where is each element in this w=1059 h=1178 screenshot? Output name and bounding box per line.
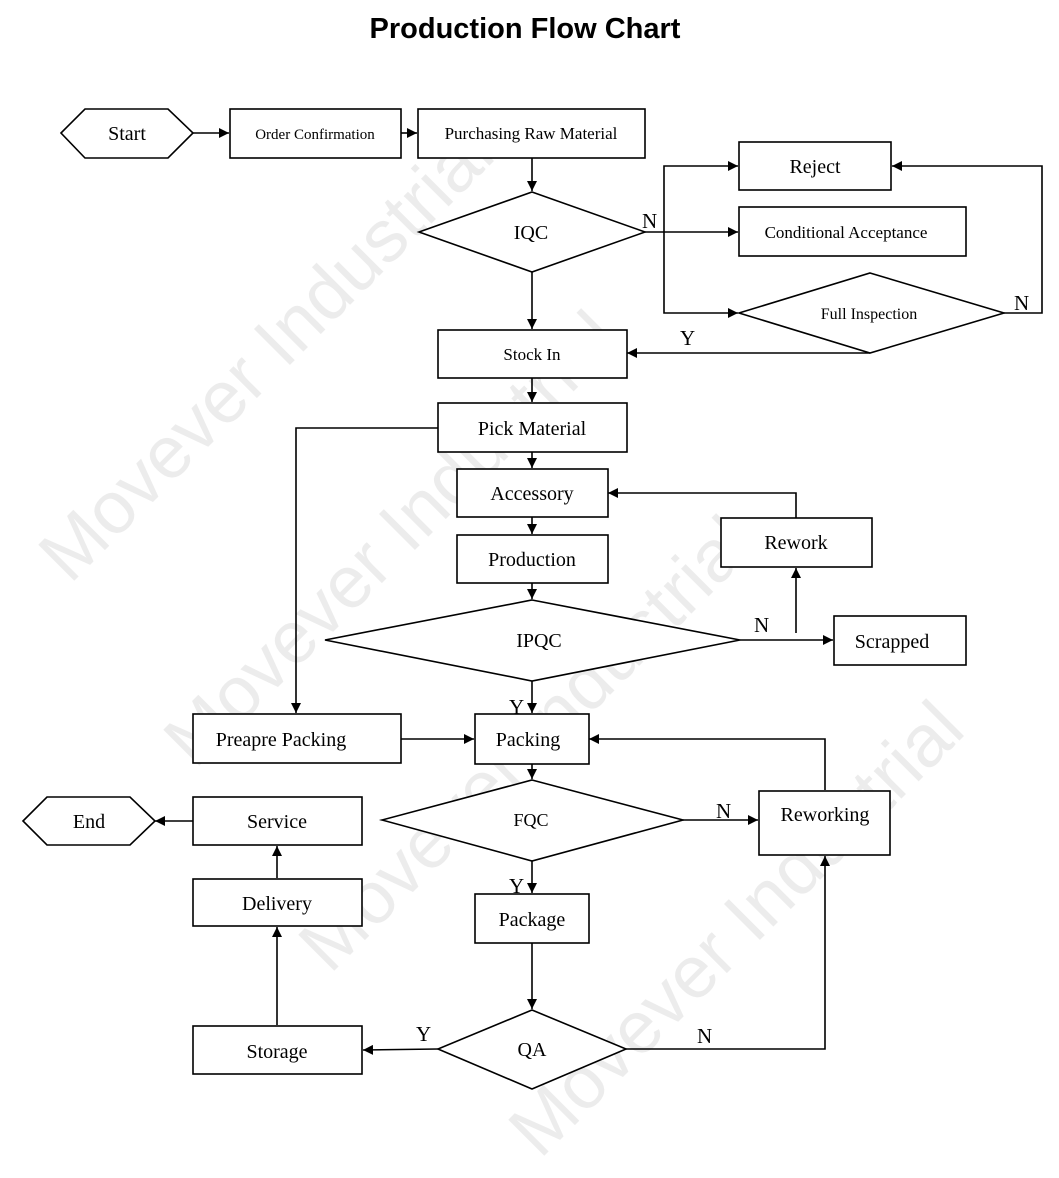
node-production: Production — [456, 534, 609, 584]
node-accessory-label: Accessory — [490, 483, 573, 505]
node-end: End — [21, 796, 157, 846]
node-reworking: Reworking — [758, 790, 891, 856]
node-iqc: IQC — [416, 191, 648, 273]
ipqc-yes-label: Y — [509, 695, 524, 719]
qa-no-label: N — [697, 1024, 712, 1048]
node-pick-material-label: Pick Material — [478, 418, 587, 440]
node-start-label: Start — [108, 123, 146, 145]
node-delivery-label: Delivery — [242, 893, 312, 915]
edges — [155, 128, 1043, 1055]
edge-pick-material-to-prepare-packing — [291, 427, 438, 713]
node-end-label: End — [73, 811, 105, 833]
edge-qa-to-storage — [362, 1044, 439, 1055]
full-inspection-yes-label: Y — [680, 326, 695, 350]
ipqc-no-label: N — [754, 613, 769, 637]
node-full-inspection-label: Full Inspection — [821, 306, 917, 323]
node-qa-label: QA — [518, 1039, 547, 1061]
fqc-no-label: N — [716, 799, 731, 823]
node-reject: Reject — [738, 141, 892, 191]
node-fqc-label: FQC — [513, 810, 548, 830]
qa-yes-label: Y — [416, 1022, 431, 1046]
node-scrapped: Scrapped — [833, 615, 967, 666]
node-stock-in: Stock In — [437, 329, 628, 379]
node-reworking-label: Reworking — [781, 804, 870, 826]
node-package: Package — [474, 893, 590, 944]
edge-reworking-to-packing — [589, 734, 826, 790]
chart-title: Production Flow Chart — [370, 13, 681, 45]
node-rework-label: Rework — [764, 532, 827, 554]
edge-iqc-to-reject — [663, 161, 738, 232]
edge-labels: N N Y N Y N Y Y N — [416, 209, 1029, 1048]
iqc-no-label: N — [642, 209, 657, 233]
full-inspection-no-label: N — [1014, 291, 1029, 315]
node-full-inspection: Full Inspection — [736, 272, 1007, 354]
node-start: Start — [59, 108, 195, 159]
edge-full-inspection-to-reject — [892, 161, 1043, 314]
node-delivery: Delivery — [192, 878, 363, 927]
node-conditional-acceptance: Conditional Acceptance — [738, 206, 967, 257]
node-accessory: Accessory — [456, 468, 609, 518]
node-service: Service — [192, 796, 363, 846]
node-packing: Packing — [474, 713, 590, 765]
node-prepare-packing-label: Preapre Packing — [216, 729, 347, 751]
node-qa: QA — [435, 1009, 629, 1090]
node-storage-label: Storage — [246, 1041, 307, 1063]
node-package-label: Package — [499, 909, 566, 931]
node-iqc-label: IQC — [514, 222, 548, 244]
node-storage: Storage — [192, 1025, 363, 1075]
node-order-confirmation-label: Order Confirmation — [255, 127, 375, 143]
node-fqc: FQC — [378, 779, 687, 862]
node-production-label: Production — [488, 549, 576, 571]
node-service-label: Service — [247, 811, 307, 833]
edge-iqc-to-full-inspection — [663, 232, 738, 318]
node-ipqc: IPQC — [324, 599, 741, 682]
node-packing-label: Packing — [496, 729, 560, 751]
node-reject-label: Reject — [789, 156, 841, 178]
nodes: Start Order Confirmation Purchasing Raw … — [21, 108, 1007, 1090]
node-rework: Rework — [720, 517, 873, 568]
node-purchasing-raw-material: Purchasing Raw Material — [417, 108, 646, 159]
node-ipqc-label: IPQC — [516, 630, 562, 652]
node-pick-material: Pick Material — [437, 402, 628, 453]
node-stock-in-label: Stock In — [503, 345, 561, 364]
node-prepare-packing: Preapre Packing — [192, 713, 402, 764]
node-scrapped-label: Scrapped — [855, 631, 929, 653]
edge-qa-to-reworking — [626, 856, 830, 1050]
edge-rework-to-accessory — [608, 488, 797, 518]
node-purchasing-raw-material-label: Purchasing Raw Material — [445, 124, 618, 143]
node-order-confirmation: Order Confirmation — [229, 108, 402, 159]
node-conditional-acceptance-label: Conditional Acceptance — [765, 223, 928, 242]
fqc-yes-label: Y — [509, 874, 524, 898]
